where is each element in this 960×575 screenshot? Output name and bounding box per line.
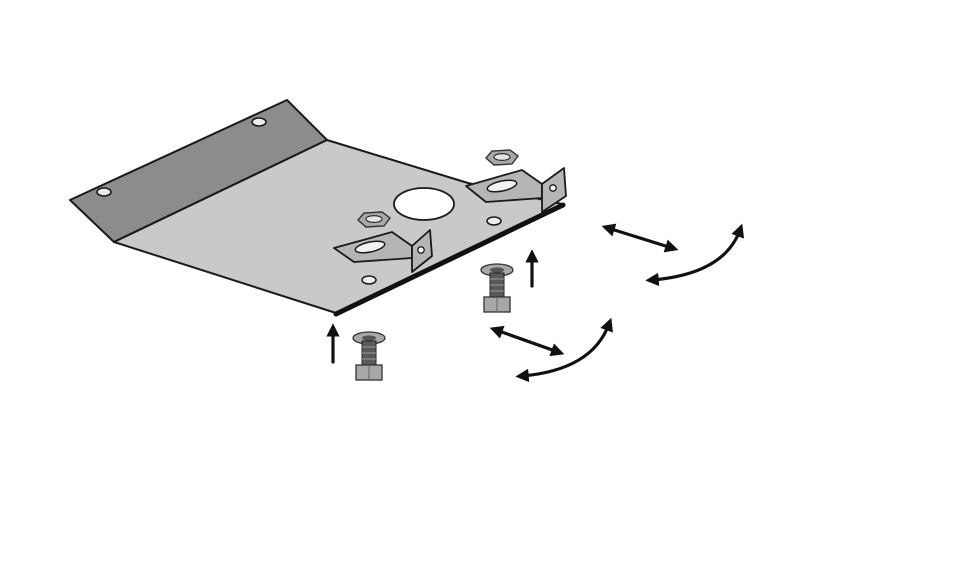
left-nut <box>357 211 391 228</box>
nut-bore <box>493 153 511 162</box>
flange-hole-right <box>251 117 267 127</box>
nut-bore <box>365 215 383 224</box>
bracket-slot <box>486 179 518 193</box>
plate-thick-edge <box>333 202 566 317</box>
rear-right-bracket <box>465 167 567 213</box>
front-rotate-arrow <box>515 317 613 383</box>
washer-bore <box>362 335 376 341</box>
bracket-hole <box>417 246 425 254</box>
rear-adjust-double-arrow <box>601 223 679 253</box>
bracket-slot <box>354 240 386 254</box>
right-nut <box>485 149 519 166</box>
bracket-hole <box>549 184 557 192</box>
rear-left-bracket <box>333 229 433 273</box>
front-bolt <box>352 331 386 381</box>
rear-rotate-arrow <box>645 223 745 287</box>
center-hole <box>393 187 455 221</box>
front-adjust-double-arrow <box>489 325 565 357</box>
rear-bolt <box>480 263 514 313</box>
washer-bore <box>490 267 504 273</box>
arrows <box>326 223 745 383</box>
plate-hole-rear <box>486 216 502 226</box>
skid-plate <box>69 99 566 317</box>
plate-hole-front <box>361 275 377 285</box>
flange-hole-left <box>96 187 112 197</box>
